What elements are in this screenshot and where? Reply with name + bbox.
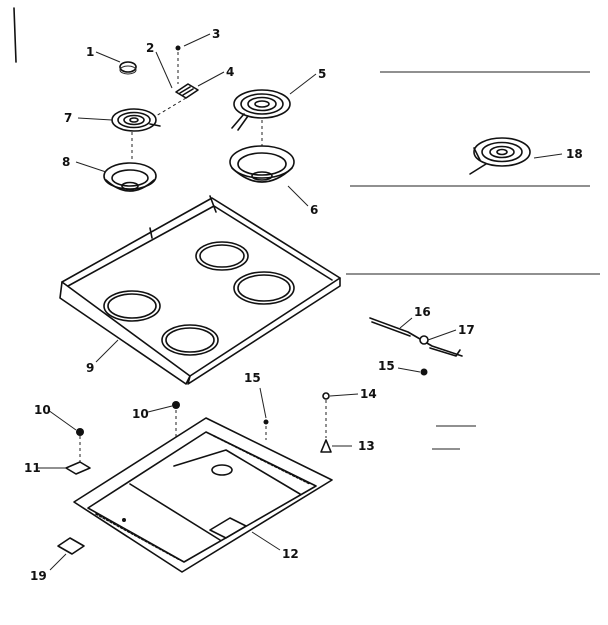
part-label-11: 11 xyxy=(24,461,41,475)
drip-bowl-large xyxy=(229,145,295,183)
part-label-15-right: 15 xyxy=(378,359,395,373)
part-label-14: 14 xyxy=(360,387,377,401)
cooktop-panel xyxy=(59,195,341,385)
part-labels: 1 2 3 4 5 6 7 8 9 10 10 11 12 13 14 15 1… xyxy=(24,27,583,583)
part-label-4: 4 xyxy=(226,65,234,79)
part-label-2: 2 xyxy=(146,41,154,55)
leveling-leg xyxy=(320,392,332,453)
part-label-12: 12 xyxy=(282,547,299,561)
surface-element-small xyxy=(111,108,161,132)
part-label-6: 6 xyxy=(310,203,318,217)
leader-lines xyxy=(38,33,563,571)
part-label-9: 9 xyxy=(86,361,94,375)
small-plate xyxy=(57,537,85,555)
part-label-15-top: 15 xyxy=(244,371,261,385)
surface-element-alt xyxy=(469,137,531,175)
part-label-10-center: 10 xyxy=(132,407,149,421)
knob-cap xyxy=(119,61,137,75)
part-label-19: 19 xyxy=(30,569,47,583)
part-label-5: 5 xyxy=(318,67,326,81)
support-rod xyxy=(369,317,463,376)
mounting-clip xyxy=(65,461,91,475)
part-label-17: 17 xyxy=(458,323,475,337)
surface-element-large xyxy=(231,89,291,131)
leader-dashed xyxy=(155,97,187,117)
screw-box-top xyxy=(263,419,269,440)
terminal-block xyxy=(175,83,199,99)
part-label-18: 18 xyxy=(566,147,583,161)
part-label-7: 7 xyxy=(64,111,72,125)
part-label-13: 13 xyxy=(358,439,375,453)
part-label-8: 8 xyxy=(62,155,70,169)
drip-bowl-small xyxy=(103,162,157,192)
part-label-3: 3 xyxy=(212,27,220,41)
screw-small xyxy=(175,45,181,84)
screw-left xyxy=(76,428,84,462)
edge-mark xyxy=(13,7,17,63)
part-label-10-left: 10 xyxy=(34,403,51,417)
burner-box xyxy=(73,417,333,573)
screw-center xyxy=(172,401,180,450)
part-label-16: 16 xyxy=(414,305,431,319)
part-label-1: 1 xyxy=(86,45,94,59)
